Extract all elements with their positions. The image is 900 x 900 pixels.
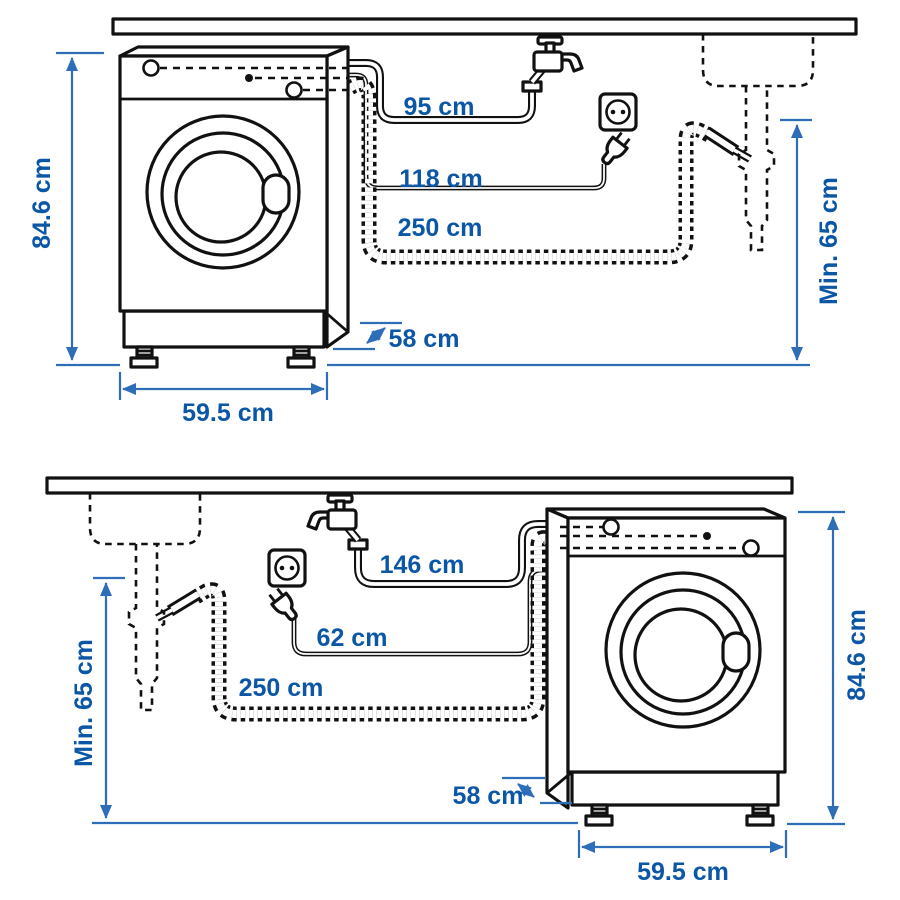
machine-height-label: 84.6 cm bbox=[28, 157, 56, 249]
faucet-icon bbox=[528, 35, 584, 85]
machine-foot bbox=[745, 803, 775, 827]
width-dimension bbox=[118, 372, 329, 400]
faucet-icon bbox=[306, 493, 362, 543]
height-dimension bbox=[56, 51, 120, 367]
drain-pipe-icon bbox=[127, 544, 166, 712]
control-knob bbox=[742, 539, 760, 557]
control-knob bbox=[602, 518, 620, 536]
height-dimension bbox=[787, 510, 845, 826]
control-knob bbox=[142, 59, 160, 77]
water-supply-hose bbox=[347, 520, 562, 588]
water-hose-length-label: 95 cm bbox=[404, 93, 475, 121]
sink-outline-icon bbox=[88, 493, 202, 712]
drain-height-dimension bbox=[780, 118, 812, 361]
washer-door bbox=[145, 114, 301, 270]
power-socket-icon bbox=[598, 92, 638, 132]
control-knob bbox=[285, 81, 303, 99]
machine-foot bbox=[129, 345, 159, 369]
machine-depth-label: 58 cm bbox=[453, 782, 524, 810]
washing-machine-icon bbox=[118, 45, 350, 369]
washer-door bbox=[604, 571, 762, 729]
power-cord-length-label: 62 cm bbox=[317, 624, 388, 652]
top-diagram: 95 cm 118 cm 250 cm 84.6 cm Min. 65 cm 5… bbox=[28, 17, 858, 427]
drain-height-dimension bbox=[93, 576, 125, 819]
machine-foot bbox=[286, 345, 316, 369]
control-dot bbox=[703, 532, 711, 540]
width-dimension bbox=[577, 830, 788, 858]
bottom-diagram: 146 cm 62 cm 250 cm Min. 65 cm 84.6 cm 5… bbox=[45, 476, 871, 886]
machine-height-label: 84.6 cm bbox=[843, 609, 871, 701]
drain-hose-length-label: 250 cm bbox=[239, 674, 324, 702]
countertop-icon bbox=[111, 17, 858, 36]
machine-width-label: 59.5 cm bbox=[182, 399, 274, 427]
machine-width-label: 59.5 cm bbox=[637, 858, 729, 886]
drain-hose-length-label: 250 cm bbox=[398, 214, 483, 242]
machine-depth-label: 58 cm bbox=[389, 325, 460, 353]
washing-machine-icon bbox=[545, 507, 787, 827]
drain-hose-icon bbox=[345, 76, 752, 265]
depth-dimension bbox=[502, 776, 572, 805]
control-dot bbox=[245, 74, 253, 82]
countertop-icon bbox=[45, 476, 794, 495]
machine-foot bbox=[584, 803, 614, 827]
drain-hose-icon bbox=[155, 530, 557, 722]
door-handle bbox=[261, 173, 291, 215]
depth-dimension bbox=[333, 321, 402, 351]
water-hose-length-label: 146 cm bbox=[380, 551, 465, 579]
power-plug-icon bbox=[601, 131, 631, 166]
power-cord bbox=[291, 567, 562, 657]
power-plug-icon bbox=[268, 587, 298, 622]
sink-outline-icon bbox=[701, 34, 815, 252]
drain-pipe-icon bbox=[737, 86, 776, 252]
drain-min-height-label: Min. 65 cm bbox=[70, 639, 98, 767]
power-socket-icon bbox=[267, 548, 307, 588]
power-cord-length-label: 118 cm bbox=[399, 165, 482, 193]
door-handle bbox=[721, 631, 751, 673]
drain-min-height-label: Min. 65 cm bbox=[815, 177, 843, 305]
